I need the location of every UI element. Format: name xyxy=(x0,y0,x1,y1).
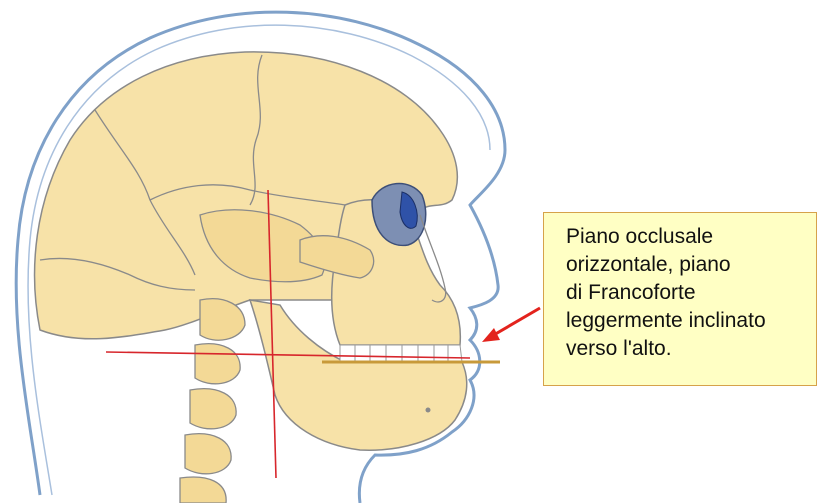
mental-foramen xyxy=(426,408,431,413)
cervical-vertebrae xyxy=(180,299,245,503)
callout-line-2: orizzontale, piano xyxy=(566,251,816,279)
callout-line-4: leggermente inclinato xyxy=(566,307,816,335)
callout-line-1: Piano occlusale xyxy=(566,223,816,251)
arrow-left-down-icon xyxy=(482,308,540,342)
callout-box: Piano occlusale orizzontale, piano di Fr… xyxy=(543,212,817,386)
teeth xyxy=(340,345,462,362)
callout-line-3: di Francoforte xyxy=(566,279,816,307)
callout-line-5: verso l'alto. xyxy=(566,335,816,363)
